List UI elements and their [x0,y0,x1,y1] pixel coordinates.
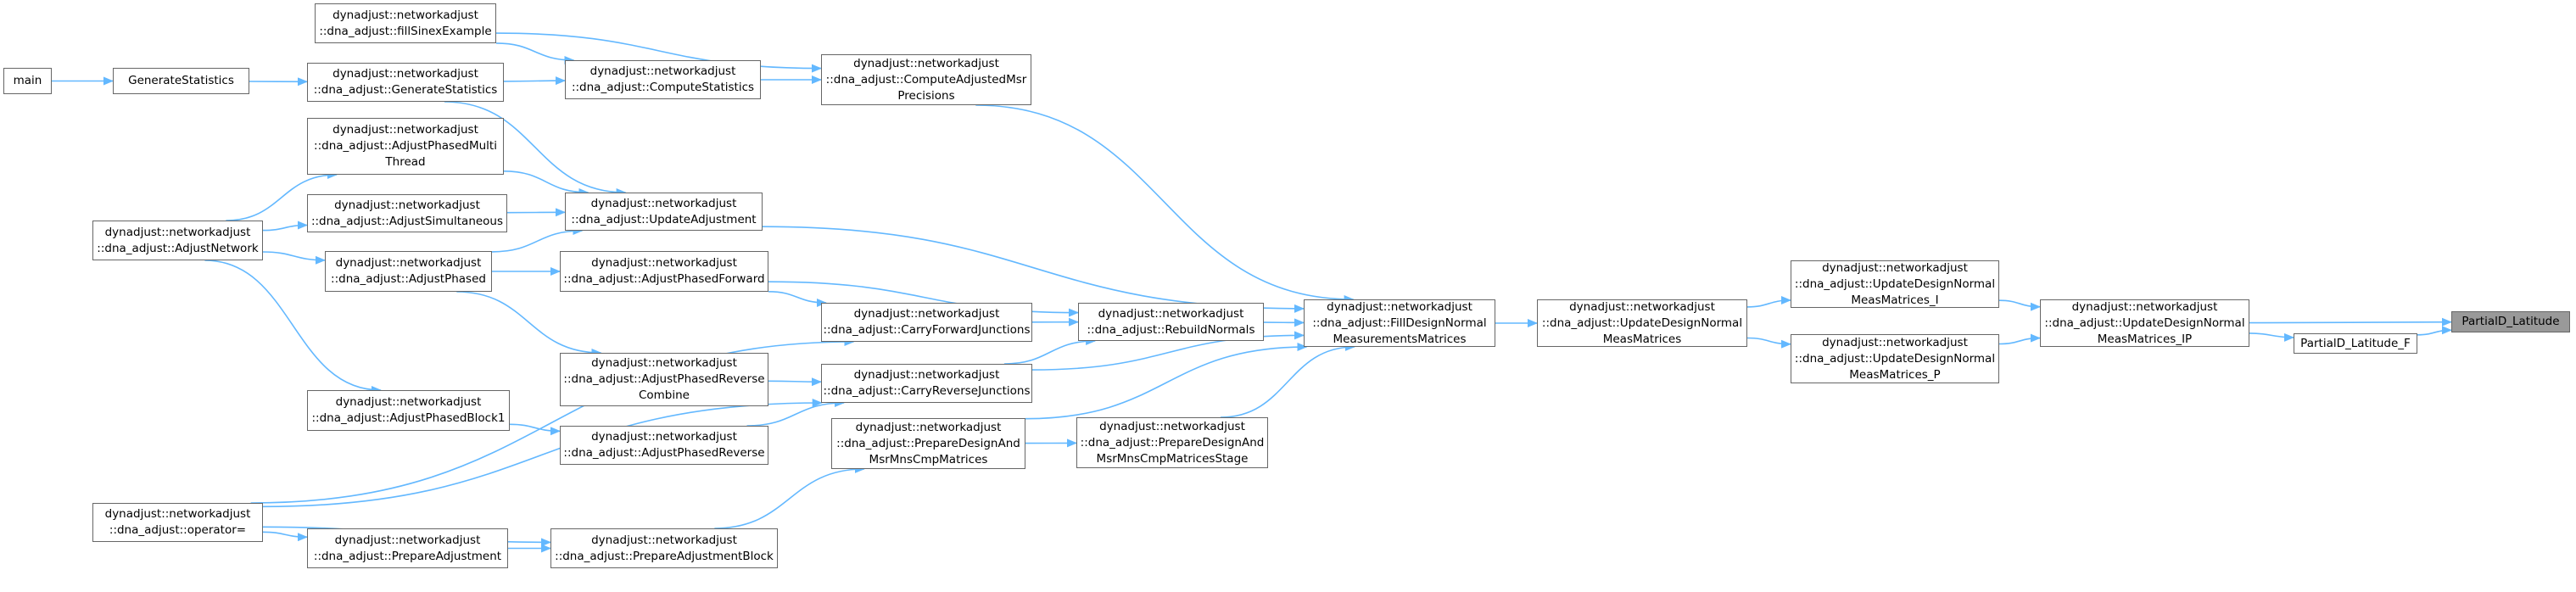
node-fill-sinex-example[interactable]: dynadjust::networkadjust ::dna_adjust::f… [315,3,496,43]
node-adjust-phased-forward[interactable]: dynadjust::networkadjust ::dna_adjust::A… [560,251,768,292]
edge-prepare_design_and_msr_mns_cmp_matrices-to-fill_design_normal_measurements_matrices [1025,343,1308,420]
edge-update_design_normal_meas_matrices_ip-to-partial_d_latitude [2249,317,2452,327]
node-partial-d-latitude-f[interactable]: PartialD_Latitude_F [2294,333,2417,354]
node-update-design-normal-meas-matrices-p[interactable]: dynadjust::networkadjust ::dna_adjust::U… [1791,334,1999,383]
node-adjust-phased-multi-thread[interactable]: dynadjust::networkadjust ::dna_adjust::A… [307,118,504,175]
node-label: dynadjust::networkadjust ::dna_adjust::o… [104,507,251,537]
edge-adjust_phased_forward-to-carry_forward_junctions [768,291,827,307]
node-label: dynadjust::networkadjust ::dna_adjust::C… [571,64,755,94]
node-label: main [13,74,42,87]
node-update-adjustment[interactable]: dynadjust::networkadjust ::dna_adjust::U… [565,193,763,231]
edge-prepare_adjustment_block-to-prepare_design_and_msr_mns_cmp_matrices [714,465,865,529]
node-prepare-design-and-msr-mns-cmp-matrices[interactable]: dynadjust::networkadjust ::dna_adjust::P… [831,418,1025,469]
node-rebuild-normals[interactable]: dynadjust::networkadjust ::dna_adjust::R… [1078,303,1264,341]
node-label: dynadjust::networkadjust ::dna_adjust::C… [823,307,1031,337]
edge-carry_reverse_junctions-to-rebuild_normals [1003,337,1097,365]
edge-adjust_phased_reverse-to-carry_reverse_junctions [746,399,845,427]
node-label: dynadjust::networkadjust ::dna_adjust::P… [836,420,1020,466]
node-label: dynadjust::networkadjust ::dna_adjust::A… [310,198,504,228]
node-label: dynadjust::networkadjust ::dna_adjust::C… [825,56,1027,103]
edge-update_design_normal_meas_matrices_ip-to-partial_d_latitude_f [2249,332,2294,342]
edge-adjust_network-to-adjust_simultaneous [262,221,308,232]
node-label: PartialD_Latitude [2461,315,2560,328]
node-label: dynadjust::networkadjust ::dna_adjust::P… [313,533,502,563]
edge-fill_sinex_example-to-compute_statistics [495,42,575,64]
node-label: dynadjust::networkadjust ::dna_adjust::R… [1087,306,1255,337]
node-adjust-phased-reverse-combine[interactable]: dynadjust::networkadjust ::dna_adjust::A… [560,353,768,406]
node-update-design-normal-meas-matrices[interactable]: dynadjust::networkadjust ::dna_adjust::U… [1537,299,1747,347]
node-label: PartialD_Latitude_F [2300,336,2411,350]
node-label: dynadjust::networkadjust ::dna_adjust::f… [319,8,492,38]
edge-adjust_network-to-adjust_phased_multi_thread [226,170,338,221]
node-label: GenerateStatistics [128,74,234,87]
node-partial-d-latitude[interactable]: PartialD_Latitude [2451,311,2570,332]
edge-adjust_phased_reverse_combine-to-carry_reverse_junctions [768,377,822,387]
edge-update_design_normal_meas_matrices_i-to-update_design_normal_meas_matrices_ip [1998,299,2041,311]
node-prepare-design-and-msr-mns-cmp-matrices-stage[interactable]: dynadjust::networkadjust ::dna_adjust::P… [1076,417,1268,468]
edge-update_design_normal_meas_matrices_p-to-update_design_normal_meas_matrices_ip [1998,333,2041,345]
edge-adjust_phased-to-update_adjustment [491,226,584,253]
edge-update_design_normal_meas_matrices-to-update_design_normal_meas_matrices_i [1746,296,1791,308]
node-fill-design-normal-measurements-matrices[interactable]: dynadjust::networkadjust ::dna_adjust::F… [1304,299,1495,347]
node-label: dynadjust::networkadjust ::dna_adjust::A… [314,123,497,169]
node-label: dynadjust::networkadjust ::dna_adjust::F… [1312,299,1487,346]
edge-generate_statistics_member-to-update_adjustment [444,101,627,197]
node-label: dynadjust::networkadjust ::dna_adjust::A… [563,356,765,402]
node-label: dynadjust::networkadjust ::dna_adjust::U… [2044,299,2245,346]
node-adjust-network[interactable]: dynadjust::networkadjust ::dna_adjust::A… [92,221,263,260]
edge-fill_sinex_example-to-compute_adjusted_msr_precisions [495,32,822,73]
edge-update_design_normal_meas_matrices-to-update_design_normal_meas_matrices_p [1746,337,1791,349]
node-operator-assign[interactable]: dynadjust::networkadjust ::dna_adjust::o… [92,503,263,542]
node-label: dynadjust::networkadjust ::dna_adjust::U… [1794,260,1996,307]
edge-operator_assign-to-carry_forward_junctions [250,338,855,504]
edge-partial_d_latitude_f-to-partial_d_latitude [2417,326,2452,336]
node-adjust-phased[interactable]: dynadjust::networkadjust ::dna_adjust::A… [325,251,492,292]
node-compute-adjusted-msr-precisions[interactable]: dynadjust::networkadjust ::dna_adjust::C… [821,54,1031,105]
edge-prepare_design_and_msr_mns_cmp_matrices_stage-to-fill_design_normal_measurements_matrices [1220,343,1355,418]
node-label: dynadjust::networkadjust ::dna_adjust::P… [555,533,774,563]
node-label: dynadjust::networkadjust ::dna_adjust::U… [1541,299,1743,346]
node-label: dynadjust::networkadjust ::dna_adjust::A… [97,225,259,255]
node-compute-statistics[interactable]: dynadjust::networkadjust ::dna_adjust::C… [565,60,761,99]
node-label: dynadjust::networkadjust ::dna_adjust::A… [563,256,765,286]
edge-compute_adjusted_msr_precisions-to-fill_design_normal_measurements_matrices [975,104,1355,304]
node-generate-statistics-member[interactable]: dynadjust::networkadjust ::dna_adjust::G… [307,63,504,102]
node-carry-forward-junctions[interactable]: dynadjust::networkadjust ::dna_adjust::C… [821,303,1032,342]
node-label: dynadjust::networkadjust ::dna_adjust::A… [311,395,506,425]
edge-adjust_network-to-adjust_phased_block1 [204,260,382,394]
node-update-design-normal-meas-matrices-i[interactable]: dynadjust::networkadjust ::dna_adjust::U… [1791,260,1999,308]
node-adjust-simultaneous[interactable]: dynadjust::networkadjust ::dna_adjust::A… [307,194,507,232]
node-update-design-normal-meas-matrices-ip[interactable]: dynadjust::networkadjust ::dna_adjust::U… [2040,299,2249,347]
node-label: dynadjust::networkadjust ::dna_adjust::C… [823,368,1031,398]
edge-adjust_phased_block1-to-adjust_phased_reverse [509,423,561,436]
node-label: dynadjust::networkadjust ::dna_adjust::P… [1080,419,1265,466]
node-carry-reverse-junctions[interactable]: dynadjust::networkadjust ::dna_adjust::C… [821,364,1032,403]
node-label: dynadjust::networkadjust ::dna_adjust::U… [571,196,757,226]
edge-update_adjustment-to-fill_design_normal_measurements_matrices [762,226,1305,313]
edge-operator_assign-to-carry_reverse_junctions [262,399,823,508]
edge-adjust_network-to-adjust_phased [262,251,326,265]
edge-adjust_phased-to-adjust_phased_reverse_combine [456,291,602,357]
node-label: dynadjust::networkadjust ::dna_adjust::G… [313,67,498,97]
edge-operator_assign-to-prepare_adjustment [262,531,308,542]
node-adjust-phased-block1[interactable]: dynadjust::networkadjust ::dna_adjust::A… [307,390,510,431]
node-generate-statistics[interactable]: GenerateStatistics [113,68,249,94]
node-prepare-adjustment-block[interactable]: dynadjust::networkadjust ::dna_adjust::P… [550,528,778,568]
edge-adjust_phased_multi_thread-to-update_adjustment [503,170,590,197]
node-label: dynadjust::networkadjust ::dna_adjust::A… [563,430,765,460]
node-adjust-phased-reverse[interactable]: dynadjust::networkadjust ::dna_adjust::A… [560,426,768,465]
node-label: dynadjust::networkadjust ::dna_adjust::A… [331,256,486,286]
node-prepare-adjustment[interactable]: dynadjust::networkadjust ::dna_adjust::P… [307,528,508,568]
node-label: dynadjust::networkadjust ::dna_adjust::U… [1794,335,1996,382]
node-main[interactable]: main [3,68,52,94]
